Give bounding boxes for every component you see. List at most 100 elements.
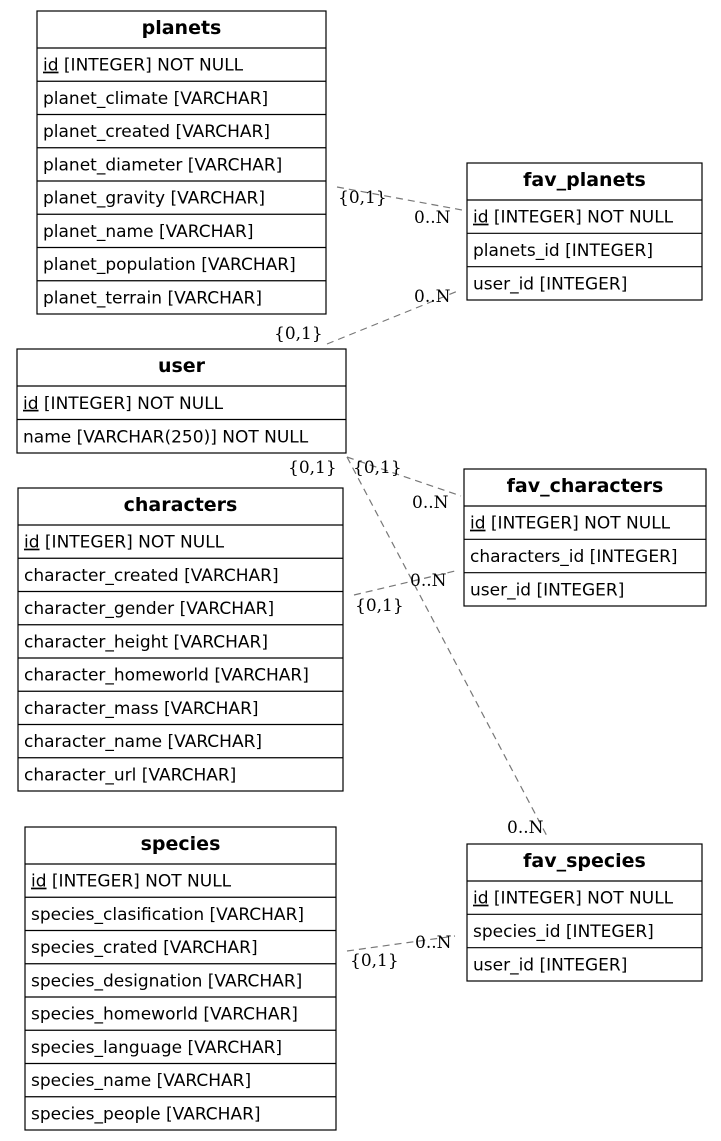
column-type: [VARCHAR]: [196, 255, 296, 275]
column-type: [VARCHAR]: [204, 905, 304, 925]
primary-key-row: id [INTEGER] NOT NULL: [473, 889, 674, 909]
column-name: planet_diameter: [43, 155, 182, 175]
table-box: [466, 843, 703, 982]
column-type: [VARCHAR]: [162, 288, 262, 308]
column-name: species_name: [31, 1071, 151, 1091]
column-name: planets_id: [473, 241, 560, 261]
primary-key-row: id [INTEGER] NOT NULL: [31, 872, 232, 892]
relation-edge-species-to-fav-species: [346, 935, 456, 952]
table-box: [36, 10, 327, 315]
column-type: [INTEGER]: [561, 922, 654, 942]
column-row: characters_id [INTEGER]: [470, 547, 678, 567]
column-name: id: [43, 56, 59, 76]
table-title: user: [158, 355, 206, 377]
table-title: characters: [124, 494, 238, 516]
column-type: [INTEGER]: [534, 274, 627, 294]
column-name: character_gender: [24, 599, 174, 619]
column-type: [INTEGER]: [534, 955, 627, 975]
column-name: user_id: [473, 274, 534, 294]
column-type: [INTEGER] NOT NULL: [40, 533, 225, 553]
column-row: planet_gravity [VARCHAR]: [43, 189, 265, 209]
cardinality-labels: {0,1}0..N{0,1}0..N{0,1}0..N{0,1}0..N{0,1…: [274, 188, 544, 971]
column-name: species_homeworld: [31, 1005, 198, 1025]
column-type: [VARCHAR]: [182, 1038, 282, 1058]
table-characters: characters id [INTEGER] NOT NULL character…: [17, 487, 344, 792]
relationship-edges: [326, 186, 549, 952]
column-row: name [VARCHAR(250)] NOT NULL: [23, 427, 309, 447]
column-name: species_people: [31, 1104, 161, 1124]
column-type: [VARCHAR]: [165, 189, 265, 209]
column-type: [VARCHAR]: [159, 699, 259, 719]
cardinality-one: {0,1}: [355, 596, 404, 616]
column-type: [VARCHAR]: [161, 1104, 261, 1124]
column-row: user_id [INTEGER]: [470, 580, 624, 600]
cardinality-one: {0,1}: [350, 951, 399, 971]
column-name: characters_id: [470, 547, 584, 567]
column-type: [INTEGER] NOT NULL: [489, 208, 674, 228]
column-row: planet_name [VARCHAR]: [43, 222, 253, 242]
column-name: species_crated: [31, 938, 158, 958]
column-row: planet_diameter [VARCHAR]: [43, 155, 282, 175]
column-name: id: [23, 394, 39, 414]
column-type: [VARCHAR]: [168, 89, 268, 109]
column-row: planet_climate [VARCHAR]: [43, 89, 268, 109]
primary-key-row: id [INTEGER] NOT NULL: [23, 394, 224, 414]
table-box: [466, 162, 703, 301]
column-row: species_designation [VARCHAR]: [31, 971, 302, 991]
table-box: [17, 487, 344, 792]
relation-edge-planets-to-fav-planets: [336, 186, 463, 211]
column-row: planet_created [VARCHAR]: [43, 122, 270, 142]
column-name: planet_gravity: [43, 189, 165, 209]
column-type: [VARCHAR]: [174, 599, 274, 619]
column-type: [INTEGER] NOT NULL: [489, 889, 674, 909]
column-name: id: [31, 872, 47, 892]
table-box: [463, 468, 707, 607]
column-name: name: [23, 427, 71, 447]
column-name: planet_created: [43, 122, 170, 142]
column-row: planets_id [INTEGER]: [473, 241, 653, 261]
table-box: [16, 348, 347, 454]
column-row: character_height [VARCHAR]: [24, 632, 268, 652]
table-title: fav_characters: [507, 475, 664, 497]
column-row: species_people [VARCHAR]: [31, 1104, 261, 1124]
column-type: [INTEGER] NOT NULL: [47, 872, 232, 892]
table-box: [24, 826, 337, 1131]
column-name: id: [473, 889, 489, 909]
column-name: character_created: [24, 566, 179, 586]
column-row: species_name [VARCHAR]: [31, 1071, 251, 1091]
column-name: character_url: [24, 765, 136, 785]
table-title: fav_species: [523, 850, 646, 872]
cardinality-many: 0..N: [412, 493, 449, 513]
column-row: character_gender [VARCHAR]: [24, 599, 274, 619]
column-type: [VARCHAR]: [170, 122, 270, 142]
cardinality-many: 0..N: [410, 571, 447, 591]
column-name: species_language: [31, 1038, 182, 1058]
column-name: id: [470, 514, 486, 534]
table-user: user id [INTEGER] NOT NULL name [VARCHAR(2…: [16, 348, 347, 454]
column-row: species_language [VARCHAR]: [31, 1038, 282, 1058]
cardinality-one: {0,1}: [338, 188, 387, 208]
column-row: user_id [INTEGER]: [473, 955, 627, 975]
column-name: character_height: [24, 632, 168, 652]
column-type: [VARCHAR]: [198, 1005, 298, 1025]
cardinality-many: 0..N: [415, 933, 452, 953]
column-name: species_clasification: [31, 905, 204, 925]
table-title: fav_planets: [523, 169, 646, 191]
relation-edge-user-to-fav-characters: [346, 456, 462, 497]
column-name: id: [24, 533, 40, 553]
column-type: [INTEGER] NOT NULL: [39, 394, 224, 414]
cardinality-one: {0,1}: [274, 324, 323, 344]
column-row: user_id [INTEGER]: [473, 274, 627, 294]
column-type: [INTEGER]: [531, 580, 624, 600]
column-row: character_homeworld [VARCHAR]: [24, 666, 309, 686]
column-type: [INTEGER] NOT NULL: [486, 514, 671, 534]
column-type: [VARCHAR]: [154, 222, 254, 242]
cardinality-one: {0,1}: [353, 458, 402, 478]
column-type: [VARCHAR]: [151, 1071, 251, 1091]
primary-key-row: id [INTEGER] NOT NULL: [43, 56, 244, 76]
